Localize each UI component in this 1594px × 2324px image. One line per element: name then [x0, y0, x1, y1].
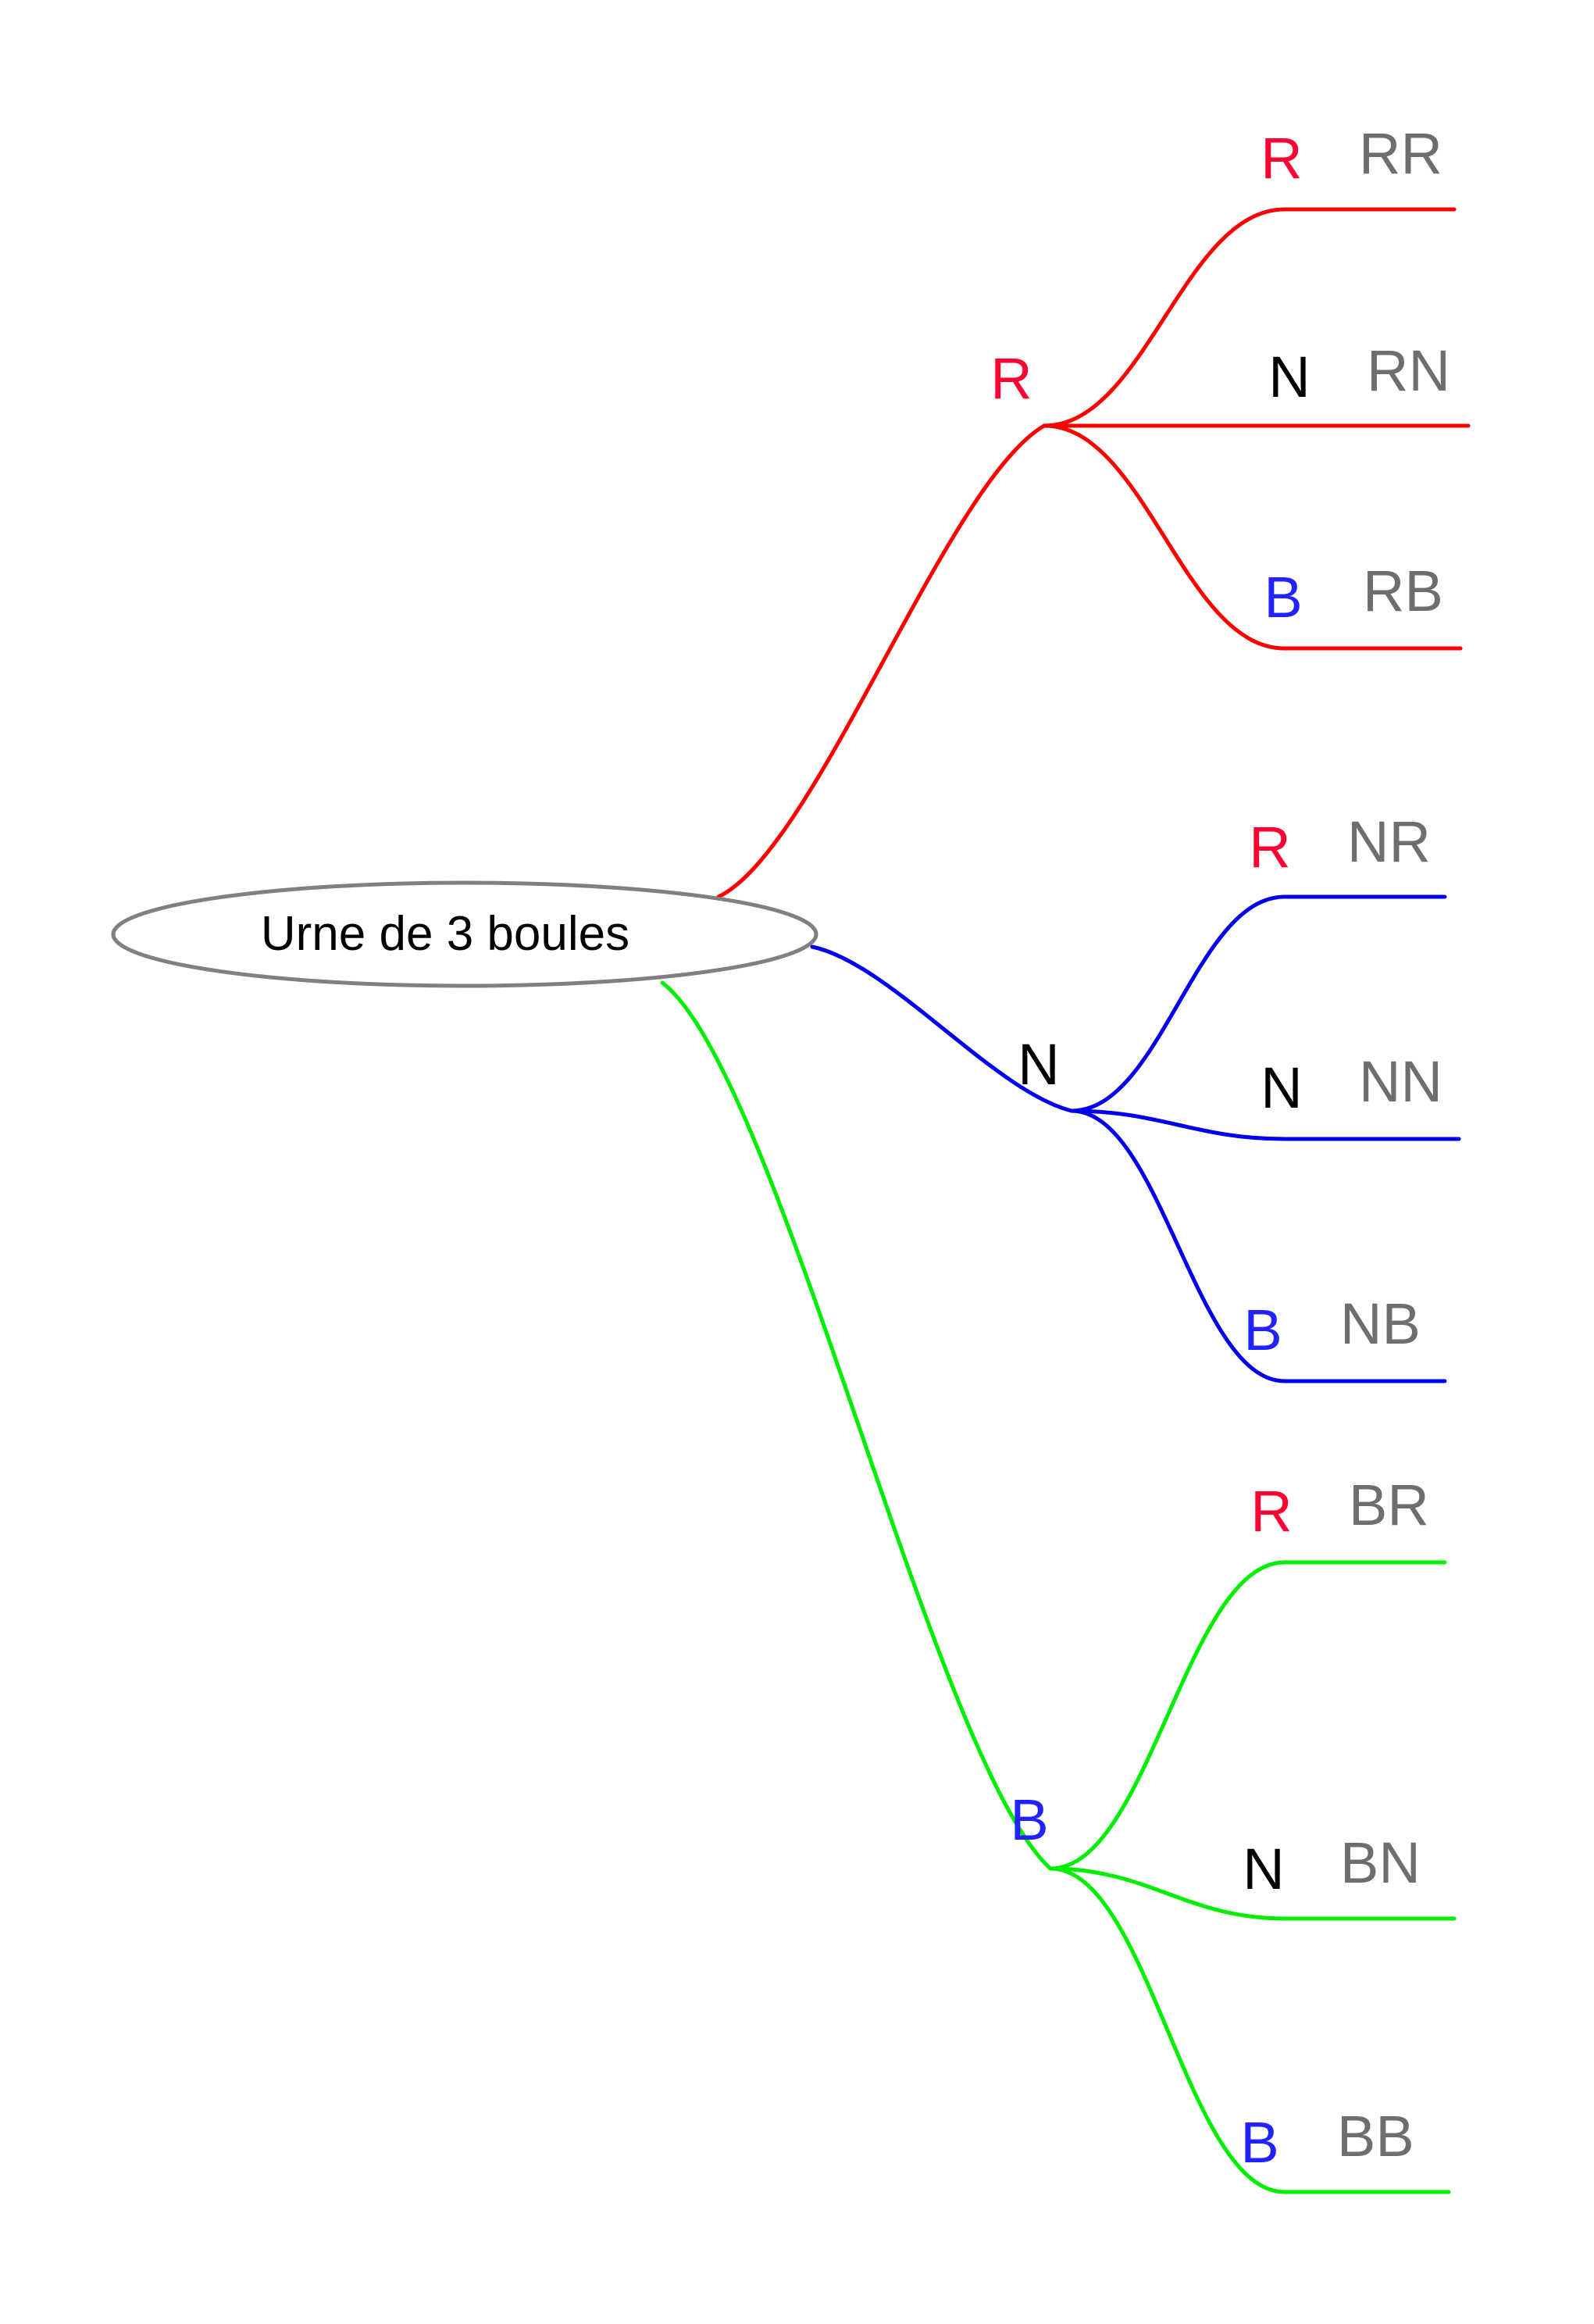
outcome-label-bb: BB: [1337, 2104, 1414, 2169]
branch-label-leaf-nr: R: [1249, 815, 1290, 880]
node-label-r: R: [990, 346, 1032, 411]
branch-label-leaf-bn: N: [1243, 1837, 1284, 1901]
node-label-n: N: [1018, 1032, 1059, 1097]
branch-label-leaf-rr: R: [1261, 126, 1302, 191]
branch-leaf-nr: [1069, 894, 1287, 1113]
branch-label-leaf-rn: N: [1268, 344, 1310, 409]
branch-label-leaf-nb: B: [1243, 1298, 1282, 1362]
branch-trunk-n: [810, 944, 1074, 1113]
branch-leaf-rb: [1042, 423, 1287, 651]
branch-leaf-nb: [1069, 1108, 1287, 1383]
outcome-label-rb: RB: [1363, 559, 1443, 623]
branch-label-leaf-rb: B: [1264, 565, 1302, 630]
branch-leaf-nn: [1069, 1108, 1287, 1141]
branch-leaf-bn: [1048, 1866, 1287, 1921]
root-ellipse[interactable]: [111, 880, 818, 988]
branch-trunk-b: [660, 980, 1053, 1871]
outcome-label-rr: RR: [1359, 121, 1442, 186]
outcome-label-nr: NR: [1347, 809, 1431, 874]
branch-leaf-br: [1048, 1560, 1287, 1871]
branch-label-leaf-br: R: [1250, 1479, 1292, 1544]
outcome-label-nn: NN: [1359, 1049, 1442, 1114]
branch-leaf-bb: [1048, 1866, 1287, 2194]
branch-label-leaf-nn: N: [1261, 1055, 1302, 1120]
root-label: Urne de 3 boules: [261, 907, 629, 961]
node-label-b: B: [1010, 1787, 1048, 1852]
outcome-label-bn: BN: [1340, 1830, 1421, 1895]
outcome-label-rn: RN: [1367, 338, 1450, 403]
branch-label-leaf-bb: B: [1240, 2110, 1278, 2175]
branches-layer: [660, 207, 1471, 2194]
root-node-group[interactable]: Urne de 3 boules: [111, 880, 818, 988]
outcome-label-nb: NB: [1340, 1291, 1421, 1356]
outcome-label-br: BR: [1349, 1473, 1429, 1537]
branch-trunk-r: [716, 423, 1047, 899]
branch-leaf-rr: [1042, 207, 1287, 428]
